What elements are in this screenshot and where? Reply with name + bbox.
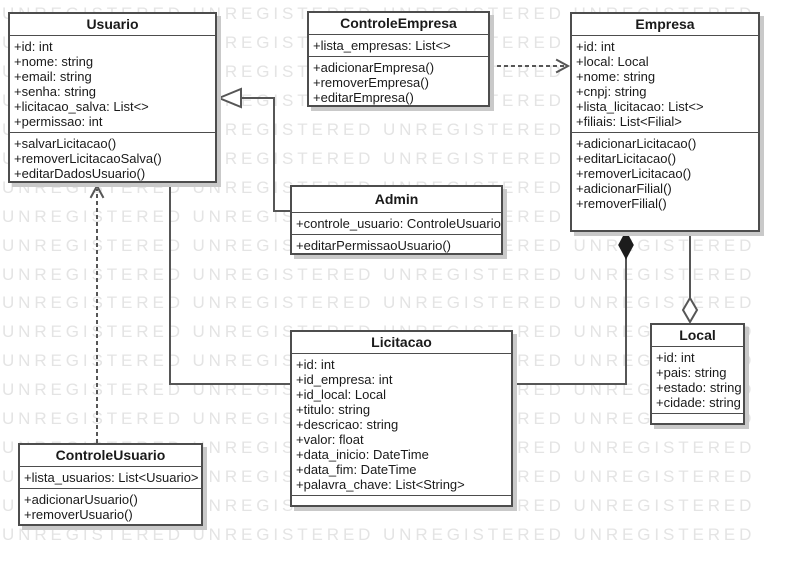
- member-row: +data_inicio: DateTime: [296, 447, 429, 462]
- member-row: +descricao: string: [296, 417, 399, 432]
- member-row: +id: int: [14, 39, 53, 54]
- class-attributes: +id: int+nome: string+email: string+senh…: [10, 36, 215, 133]
- member-row: +palavra_chave: List<String>: [296, 477, 465, 492]
- class-admin[interactable]: Admin +controle_usuario: ControleUsuario…: [290, 185, 503, 255]
- class-methods: +adicionarEmpresa()+removerEmpresa()+edi…: [309, 57, 488, 107]
- open-arrow-icon: [89, 183, 105, 199]
- class-local[interactable]: Local +id: int+pais: string+estado: stri…: [650, 323, 745, 425]
- class-title: Usuario: [10, 14, 215, 36]
- member-row: +editarEmpresa(): [313, 90, 414, 105]
- class-methods: +editarPermissaoUsuario(): [292, 235, 501, 255]
- member-row: +editarDadosUsuario(): [14, 166, 146, 181]
- class-attributes: +controle_usuario: ControleUsuario: [292, 213, 501, 235]
- edge-composition-empresa-to-licitacao[interactable]: [514, 230, 634, 385]
- edge-generalization-admin-to-usuario[interactable]: [216, 87, 290, 212]
- class-attributes: +lista_usuarios: List<Usuario>: [20, 467, 201, 489]
- member-row: +lista_usuarios: List<Usuario>: [24, 470, 199, 485]
- member-row: +pais: string: [656, 365, 727, 380]
- edge-association-usuario-to-licitacao[interactable]: [169, 184, 290, 385]
- member-row: +permissao: int: [14, 114, 103, 129]
- member-row: +editarLicitacao(): [576, 151, 677, 166]
- edge-dependency-controleempresa-to-empresa[interactable]: [490, 58, 571, 74]
- class-attributes: +id: int+id_empresa: int+id_local: Local…: [292, 354, 511, 496]
- member-row: +valor: float: [296, 432, 364, 447]
- class-attributes: +id: int+pais: string+estado: string+cid…: [652, 347, 743, 414]
- hollow-diamond-icon: [681, 296, 699, 324]
- member-row: +nome: string: [576, 69, 656, 84]
- member-row: +salvarLicitacao(): [14, 136, 117, 151]
- member-row: +id: int: [576, 39, 615, 54]
- member-row: +removerEmpresa(): [313, 75, 429, 90]
- member-row: +data_fim: DateTime: [296, 462, 417, 477]
- class-methods: [652, 414, 743, 423]
- class-title: ControleUsuario: [20, 445, 201, 467]
- class-title: Licitacao: [292, 332, 511, 354]
- class-methods: +adicionarLicitacao()+editarLicitacao()+…: [572, 133, 758, 230]
- member-row: +id_empresa: int: [296, 372, 393, 387]
- class-controleusuario[interactable]: ControleUsuario +lista_usuarios: List<Us…: [18, 443, 203, 526]
- member-row: +adicionarLicitacao(): [576, 136, 697, 151]
- member-row: +controle_usuario: ControleUsuario: [296, 216, 501, 231]
- member-row: +removerUsuario(): [24, 507, 133, 522]
- filled-diamond-icon: [618, 230, 634, 260]
- member-row: +adicionarEmpresa(): [313, 60, 435, 75]
- class-title: Local: [652, 325, 743, 347]
- class-methods: +salvarLicitacao()+removerLicitacaoSalva…: [10, 133, 215, 183]
- member-row: +id: int: [296, 357, 335, 372]
- hollow-triangle-icon: [216, 87, 242, 109]
- class-attributes: +lista_empresas: List<>: [309, 35, 488, 57]
- member-row: +adicionarFilial(): [576, 181, 672, 196]
- member-row: +licitacao_salva: List<>: [14, 99, 149, 114]
- class-title: ControleEmpresa: [309, 13, 488, 35]
- class-methods: [292, 496, 511, 505]
- class-attributes: +id: int+local: Local+nome: string+cnpj:…: [572, 36, 758, 133]
- class-methods: +adicionarUsuario()+removerUsuario(): [20, 489, 201, 524]
- class-usuario[interactable]: Usuario +id: int+nome: string+email: str…: [8, 12, 217, 183]
- edge-aggregation-empresa-to-local[interactable]: [681, 232, 699, 324]
- edge-dependency-controleusuario-to-usuario[interactable]: [89, 183, 105, 443]
- member-row: +id: int: [656, 350, 695, 365]
- member-row: +editarPermissaoUsuario(): [296, 238, 451, 253]
- member-row: +senha: string: [14, 84, 97, 99]
- class-empresa[interactable]: Empresa +id: int+local: Local+nome: stri…: [570, 12, 760, 232]
- member-row: +cnpj: string: [576, 84, 647, 99]
- member-row: +removerLicitacaoSalva(): [14, 151, 162, 166]
- member-row: +removerFilial(): [576, 196, 667, 211]
- member-row: +local: Local: [576, 54, 649, 69]
- member-row: +lista_empresas: List<>: [313, 38, 451, 53]
- open-arrow-icon: [555, 58, 571, 74]
- class-title: Empresa: [572, 14, 758, 36]
- member-row: +estado: string: [656, 380, 742, 395]
- class-title: Admin: [292, 187, 501, 213]
- member-row: +email: string: [14, 69, 92, 84]
- member-row: +id_local: Local: [296, 387, 386, 402]
- member-row: +adicionarUsuario(): [24, 492, 138, 507]
- member-row: +cidade: string: [656, 395, 741, 410]
- member-row: +lista_licitacao: List<>: [576, 99, 704, 114]
- class-licitacao[interactable]: Licitacao +id: int+id_empresa: int+id_lo…: [290, 330, 513, 507]
- class-controleempresa[interactable]: ControleEmpresa +lista_empresas: List<> …: [307, 11, 490, 107]
- member-row: +nome: string: [14, 54, 94, 69]
- member-row: +removerLicitacao(): [576, 166, 692, 181]
- member-row: +filiais: List<Filial>: [576, 114, 682, 129]
- member-row: +titulo: string: [296, 402, 371, 417]
